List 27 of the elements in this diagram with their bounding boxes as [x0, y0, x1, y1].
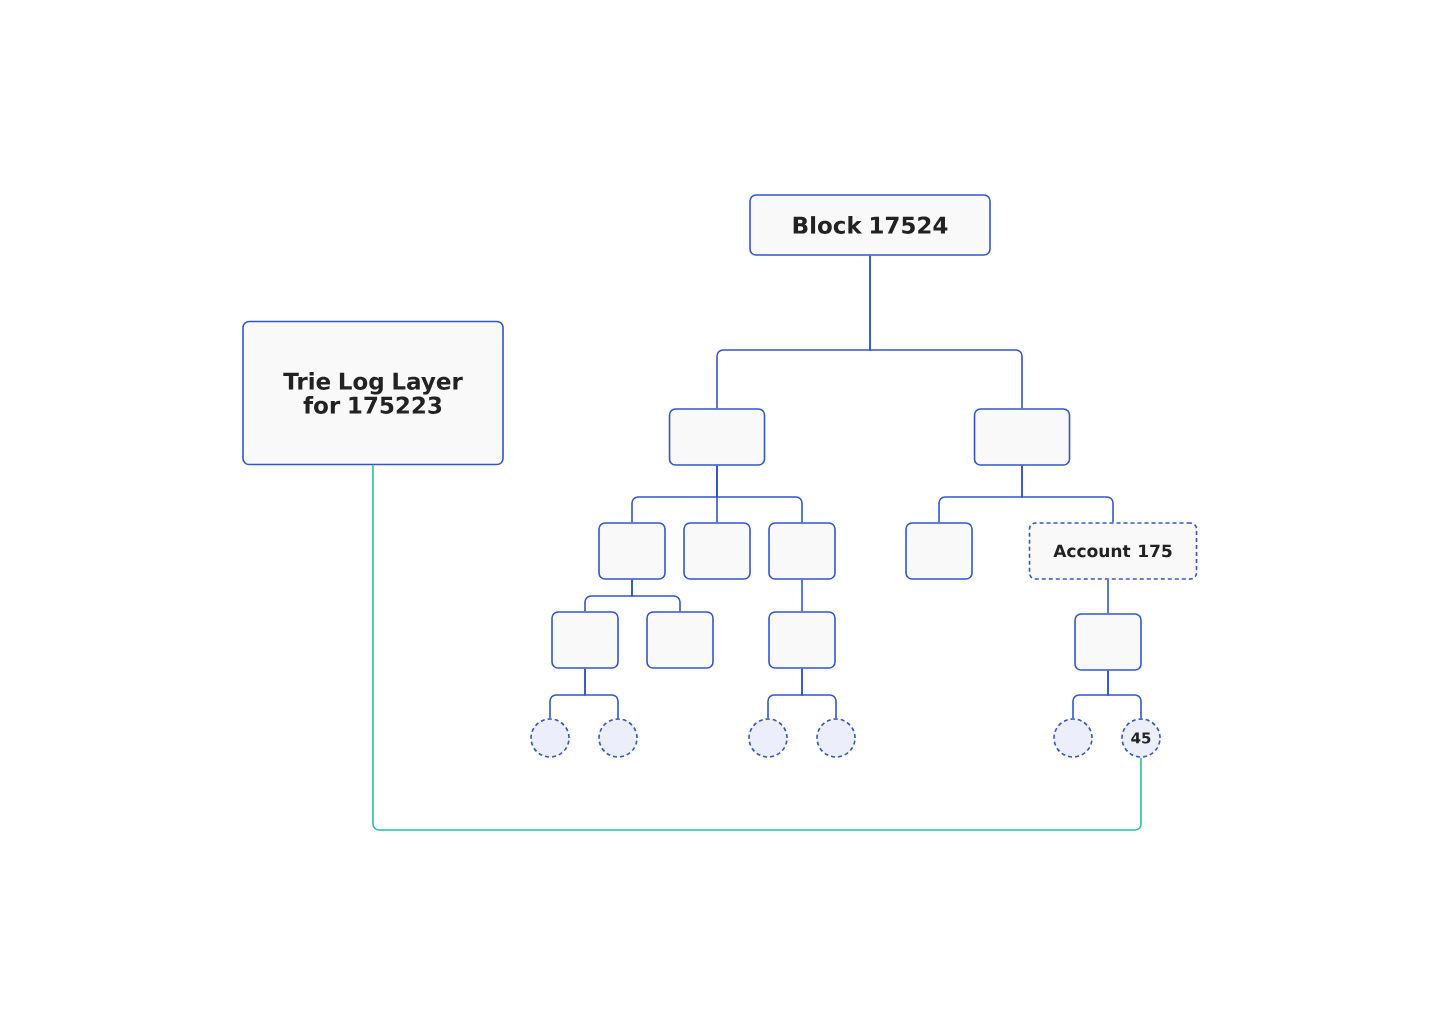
tree-node-box: [646, 611, 714, 669]
text-box: Trie Log Layer for 175223: [242, 320, 504, 466]
connector-line: [372, 464, 1142, 831]
tree-node-box: [768, 522, 836, 580]
tree-node-box: [551, 611, 619, 669]
connector-line: [584, 668, 619, 719]
tree-node-box: [1074, 613, 1142, 671]
tree-node-box: [768, 611, 836, 669]
connector-line: [1021, 465, 1114, 523]
text-box: Block 17524: [749, 194, 991, 256]
connector-line: [1107, 670, 1142, 719]
tree-node-box: [668, 408, 766, 466]
tree-node-box: [905, 522, 973, 580]
tree-node-box: [973, 408, 1071, 466]
connector-line: [1107, 579, 1109, 614]
connector-line: [801, 668, 837, 719]
leaf-circle: [530, 718, 570, 758]
connector-line: [801, 579, 803, 612]
leaf-circle: [748, 718, 788, 758]
leaf-circle: [598, 718, 638, 758]
leaf-circle: [1053, 718, 1093, 758]
connector-line: [716, 465, 803, 523]
tree-node-box: [598, 522, 666, 580]
connector-line: [869, 255, 1023, 409]
text-box: Account 175: [1028, 522, 1198, 580]
leaf-circle: [816, 718, 856, 758]
tree-node-box: [683, 522, 751, 580]
